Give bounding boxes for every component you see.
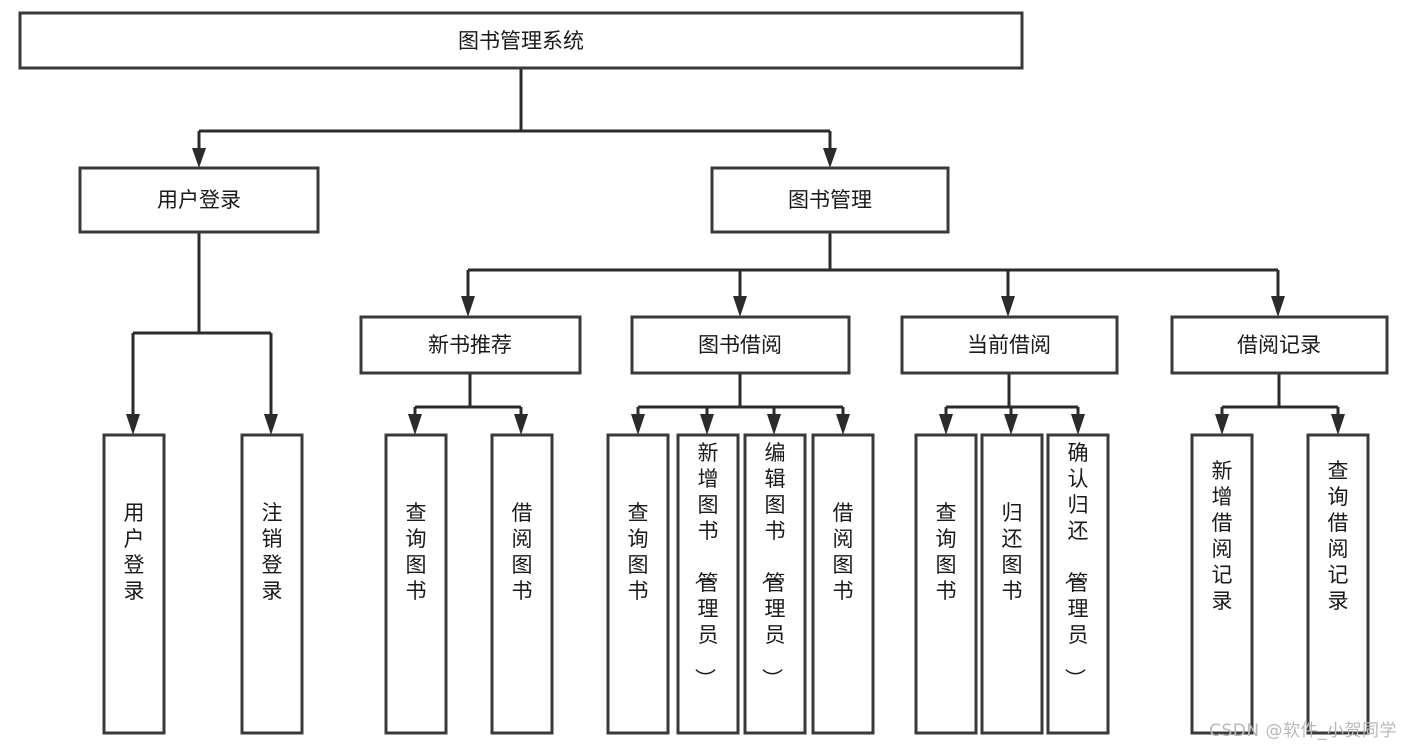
node-borrow-label: 图书借阅 [698,333,782,357]
node-box[interactable] [914,433,978,735]
node-box[interactable] [1170,315,1389,375]
arrow-head-icon [1004,414,1018,435]
node-leaf1[interactable]: 用户登录 [102,433,166,735]
node-leaf7[interactable]: 编辑图书（管理员） [743,433,807,735]
arrow-head-icon [1215,414,1229,435]
arrow-head-icon [126,414,140,435]
node-leaf4-label: 借阅图书 [512,501,533,603]
node-leaf11-label: 确认归还（管理员） [1063,441,1089,689]
node-leaf3[interactable]: 查询图书 [384,433,448,735]
arrow-head-icon [264,414,278,435]
node-bookmgmt-label: 图书管理 [788,188,872,212]
node-box[interactable] [630,315,851,375]
node-leaf12-label: 新增借阅记录 [1212,459,1233,613]
arrow-head-icon [836,414,850,435]
node-leaf8[interactable]: 借阅图书 [811,433,875,735]
node-box[interactable] [240,433,304,735]
arrow-head-icon [700,414,714,435]
node-bookmgmt[interactable]: 图书管理 [710,166,950,234]
arrow-head-icon [514,414,528,435]
node-box[interactable] [102,433,166,735]
node-records[interactable]: 借阅记录 [1170,315,1389,375]
node-box[interactable] [710,166,950,234]
arrow-head-icon [461,296,475,317]
node-box[interactable] [811,433,875,735]
arrow-head-icon [1071,414,1085,435]
arrow-head-icon [192,148,206,168]
node-leaf12[interactable]: 新增借阅记录 [1190,433,1254,735]
node-leaf7-label: 编辑图书（管理员） [760,441,786,689]
node-leaf6[interactable]: 新增图书（管理员） [676,433,740,735]
node-leaf2[interactable]: 注销登录 [240,433,304,735]
node-leaf10[interactable]: 归还图书 [980,433,1044,735]
connector-layer [126,68,1345,435]
node-borrow[interactable]: 图书借阅 [630,315,851,375]
node-box[interactable] [676,433,740,735]
csdn-watermark: CSDN @软件_小贺同学 [1209,721,1397,741]
node-current[interactable]: 当前借阅 [900,315,1119,375]
arrow-head-icon [939,414,953,435]
node-box[interactable] [900,315,1119,375]
arrow-head-icon [1271,296,1285,317]
node-box[interactable] [606,433,670,735]
node-leaf1-label: 用户登录 [124,501,145,603]
node-leaf2-label: 注销登录 [262,501,283,603]
node-records-label: 借阅记录 [1237,333,1321,357]
node-box[interactable] [1306,433,1370,735]
node-login[interactable]: 用户登录 [78,166,320,234]
node-box[interactable] [490,433,554,735]
node-root-label: 图书管理系统 [458,29,584,53]
node-leaf13-label: 查询借阅记录 [1328,459,1349,613]
node-box[interactable] [743,433,807,735]
node-box[interactable] [18,11,1024,70]
arrow-head-icon [631,414,645,435]
node-box[interactable] [1046,433,1110,735]
node-leaf3-label: 查询图书 [406,501,427,603]
node-current-label: 当前借阅 [967,333,1051,357]
node-box[interactable] [359,315,582,375]
arrow-head-icon [1331,414,1345,435]
node-leaf9-label: 查询图书 [936,501,957,603]
arrow-head-icon [408,414,422,435]
node-root[interactable]: 图书管理系统 [18,11,1024,70]
node-leaf13[interactable]: 查询借阅记录 [1306,433,1370,735]
arrow-head-icon [1001,296,1015,317]
node-box[interactable] [78,166,320,234]
node-newbook[interactable]: 新书推荐 [359,315,582,375]
node-leaf9[interactable]: 查询图书 [914,433,978,735]
arrow-head-icon [823,148,837,168]
node-leaf10-label: 归还图书 [1002,501,1023,603]
node-leaf5-label: 查询图书 [628,501,649,603]
node-newbook-label: 新书推荐 [428,333,512,357]
node-box[interactable] [980,433,1044,735]
node-leaf11[interactable]: 确认归还（管理员） [1046,433,1110,735]
arrow-head-icon [767,414,781,435]
node-leaf5[interactable]: 查询图书 [606,433,670,735]
node-login-label: 用户登录 [157,188,241,212]
node-box[interactable] [1190,433,1254,735]
arrow-head-icon [733,296,747,317]
node-leaf4[interactable]: 借阅图书 [490,433,554,735]
node-leaf6-label: 新增图书（管理员） [693,441,719,689]
node-box[interactable] [384,433,448,735]
node-leaf8-label: 借阅图书 [833,501,854,603]
